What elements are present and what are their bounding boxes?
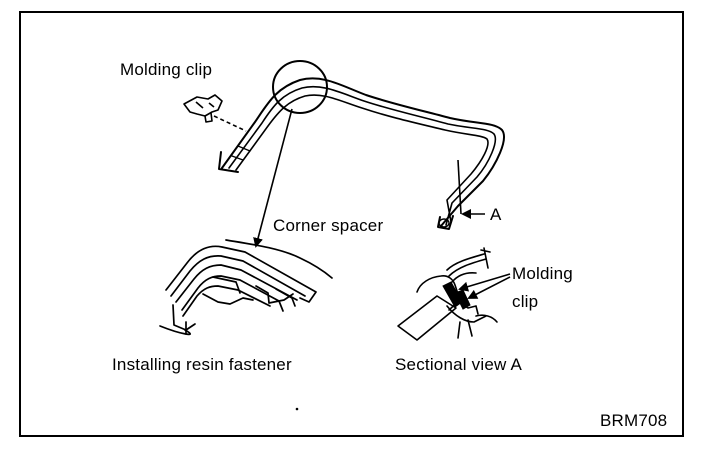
label-molding-clip-section-2: clip xyxy=(512,292,539,311)
figure-code: BRM708 xyxy=(600,411,668,430)
caption-sectional-view-a: Sectional view A xyxy=(395,355,522,374)
corner-spacer-detail xyxy=(159,239,333,336)
detail-circle xyxy=(272,60,328,114)
label-corner-spacer: Corner spacer xyxy=(273,216,384,235)
clip-leader-dashed xyxy=(213,115,247,132)
window-molding-frame xyxy=(218,77,505,230)
section-a-marker xyxy=(457,159,485,219)
section-clip-hatch xyxy=(442,281,471,310)
section-clip-leaders xyxy=(458,273,511,299)
caption-installing-resin-fastener: Installing resin fastener xyxy=(112,355,292,374)
stray-dot xyxy=(295,407,299,411)
label-molding-clip: Molding clip xyxy=(120,60,213,79)
label-section-marker: A xyxy=(490,205,502,224)
molding-clip-part xyxy=(183,94,223,123)
detail-arrow xyxy=(253,108,293,248)
sectional-view-a xyxy=(397,247,498,341)
figure-frame xyxy=(19,11,684,437)
label-molding-clip-section-1: Molding xyxy=(512,264,573,283)
